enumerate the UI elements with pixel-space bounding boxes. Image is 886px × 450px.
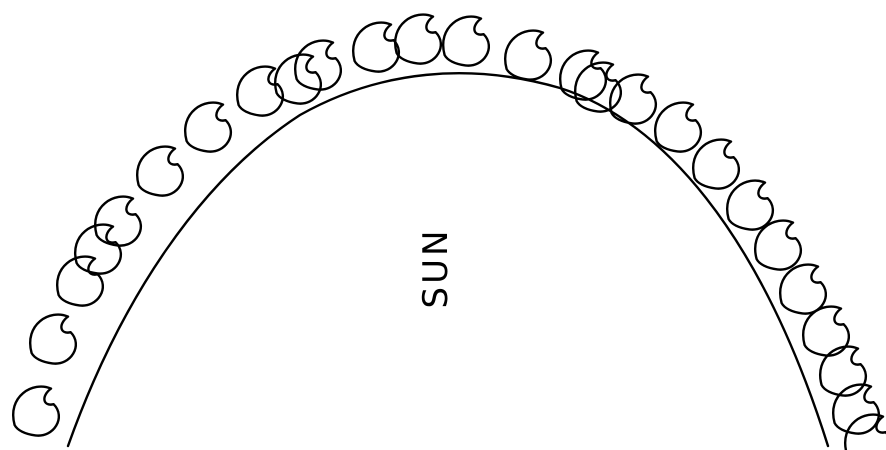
- granule-curl: [443, 17, 489, 66]
- granule-curl: [30, 315, 76, 364]
- granule-curl: [395, 15, 441, 64]
- granule-curl: [185, 103, 231, 152]
- granule-curl: [693, 140, 739, 189]
- granule-curl: [727, 181, 773, 230]
- granule-curl: [780, 265, 826, 314]
- granule-curl: [820, 347, 866, 396]
- granule-curl: [505, 31, 551, 80]
- sun-label: SUN: [416, 228, 456, 309]
- granule-curl: [75, 225, 121, 274]
- granule-curl: [13, 387, 59, 436]
- granule-curl: [560, 51, 606, 100]
- granule-curl: [57, 257, 103, 306]
- granule-curl: [137, 147, 183, 196]
- granule-curl: [353, 23, 399, 72]
- granule-curl: [95, 197, 141, 246]
- granule-curl: [295, 41, 341, 90]
- granule-curl: [655, 103, 701, 152]
